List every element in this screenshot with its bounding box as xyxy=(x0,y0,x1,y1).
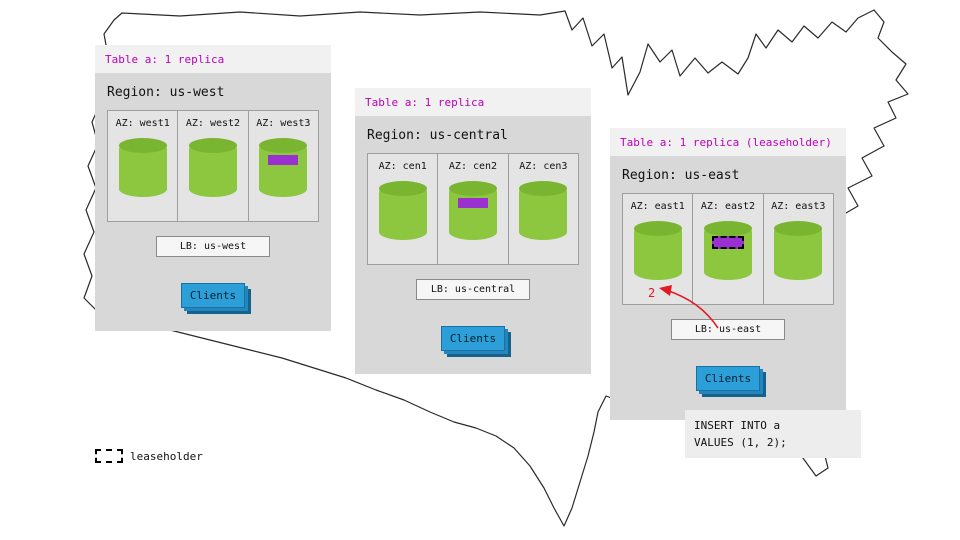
region-title: Region: us-west xyxy=(107,85,225,100)
table-replica-label: Table a: 1 replica xyxy=(95,45,331,73)
legend: leaseholder xyxy=(95,449,203,463)
az-label: AZ: west2 xyxy=(185,118,241,129)
sql-line-1: INSERT INTO a xyxy=(694,419,781,432)
region-title: Region: us-central xyxy=(367,128,508,143)
az-label: AZ: cen3 xyxy=(519,161,568,172)
sql-line-2: VALUES (1, 2); xyxy=(694,436,787,450)
az-label: AZ: cen1 xyxy=(378,161,427,172)
az-cell-west3: AZ: west3 xyxy=(247,111,318,221)
az-label: AZ: cen2 xyxy=(448,161,498,172)
az-cell-east2: AZ: east2 xyxy=(692,194,762,304)
az-cell-east1: AZ: east1 xyxy=(623,194,692,304)
az-row: AZ: east1 AZ: east2 AZ: east3 xyxy=(622,193,834,305)
database-cylinder xyxy=(448,181,497,240)
step-number-annotation: 2 xyxy=(648,286,656,300)
table-replica-label: Table a: 1 replica xyxy=(355,88,591,116)
replica-band xyxy=(268,155,299,165)
az-row: AZ: west1 AZ: west2 AZ: west3 xyxy=(107,110,319,222)
clients-box: Clients xyxy=(181,283,245,308)
database-cylinder xyxy=(633,221,682,280)
region-panel-us-central: Table a: 1 replica Region: us-central AZ… xyxy=(355,88,591,374)
az-cell-cen3: AZ: cen3 xyxy=(507,154,578,264)
database-cylinder xyxy=(188,138,237,197)
database-cylinder xyxy=(519,181,568,240)
az-cell-cen2: AZ: cen2 xyxy=(437,154,507,264)
az-cell-west1: AZ: west1 xyxy=(108,111,177,221)
az-cell-cen1: AZ: cen1 xyxy=(368,154,437,264)
table-replica-label: Table a: 1 replica (leaseholder) xyxy=(610,128,846,156)
load-balancer-box: LB: us-west xyxy=(156,236,270,257)
region-panel-us-west: Table a: 1 replica Region: us-west AZ: w… xyxy=(95,45,331,331)
write-flow-arrow xyxy=(659,285,719,329)
database-cylinder xyxy=(378,181,427,240)
load-balancer-box: LB: us-east xyxy=(671,319,785,340)
az-row: AZ: cen1 AZ: cen2 AZ: cen3 xyxy=(367,153,579,265)
az-cell-west2: AZ: west2 xyxy=(177,111,247,221)
clients-box: Clients xyxy=(696,366,760,391)
az-label: AZ: west1 xyxy=(115,118,170,129)
az-label: AZ: east2 xyxy=(700,201,756,212)
clients-box: Clients xyxy=(441,326,505,351)
database-cylinder xyxy=(703,221,752,280)
replica-band xyxy=(457,198,488,208)
legend-label: leaseholder xyxy=(130,449,203,463)
az-cell-east3: AZ: east3 xyxy=(762,194,833,304)
sql-insert-note: INSERT INTO a VALUES (1, 2); xyxy=(685,410,861,459)
leaseholder-swatch-icon xyxy=(95,449,123,463)
database-cylinder xyxy=(259,138,308,197)
leaseholder-band xyxy=(711,236,744,249)
database-cylinder xyxy=(118,138,167,197)
region-title: Region: us-east xyxy=(622,168,740,183)
az-label: AZ: west3 xyxy=(256,118,311,129)
az-label: AZ: east3 xyxy=(771,201,826,212)
region-panel-us-east: Table a: 1 replica (leaseholder) Region:… xyxy=(610,128,846,420)
az-label: AZ: east1 xyxy=(630,201,685,212)
database-cylinder xyxy=(774,221,823,280)
load-balancer-box: LB: us-central xyxy=(416,279,530,300)
